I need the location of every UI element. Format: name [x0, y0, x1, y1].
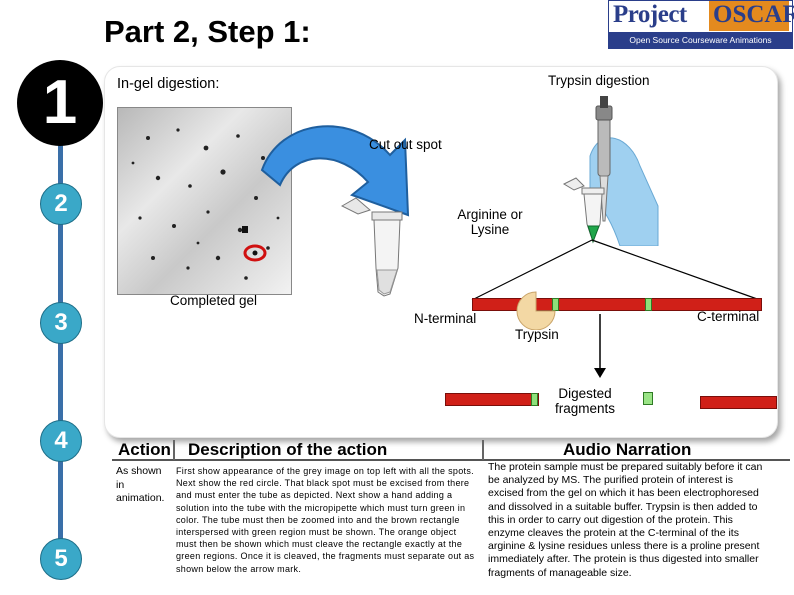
action-cell: As shown in animation. [116, 465, 165, 504]
completed-gel-label: Completed gel [170, 293, 258, 308]
step-5-marker[interactable]: 5 [40, 538, 82, 580]
trypsin-digestion-label: Trypsin digestion [548, 73, 650, 88]
audio-narration-header: Audio Narration [563, 440, 692, 459]
description-header: Description of the action [188, 440, 388, 459]
protein-bar [472, 298, 762, 311]
logo-word-oscar: OSCAR [709, 1, 794, 31]
step-1-marker[interactable]: 1 [17, 60, 103, 146]
column-divider [173, 440, 175, 460]
column-divider [482, 440, 484, 460]
in-gel-digestion-label: In-gel digestion: [117, 76, 220, 92]
step-3-marker[interactable]: 3 [40, 302, 82, 344]
hand-pipette-icon [589, 96, 659, 246]
cut-out-spot-label: Cut out spot [369, 137, 442, 152]
table-divider [112, 459, 790, 461]
gel-image [117, 107, 292, 295]
cleavage-site-marker [531, 393, 538, 406]
down-arrow-icon [594, 314, 606, 378]
fragment-bar [643, 392, 653, 405]
fragment-bar [700, 396, 777, 409]
project-oscar-logo: Project OSCAR Open Source Courseware Ani… [608, 0, 794, 61]
logo-word-project: Project [613, 1, 687, 28]
cleavage-site-marker [645, 298, 652, 311]
logo-tagline: Open Source Courseware Animations Reposi… [609, 32, 792, 61]
trypsin-label: Trypsin [515, 327, 559, 342]
microcentrifuge-tube-icon [340, 197, 403, 297]
page-title: Part 2, Step 1: [104, 14, 311, 49]
step-4-marker[interactable]: 4 [40, 420, 82, 462]
c-terminal-label: C-terminal [697, 309, 760, 324]
step-2-marker[interactable]: 2 [40, 183, 82, 225]
fragment-bar [445, 393, 539, 406]
n-terminal-label: N-terminal [414, 311, 477, 326]
cut-spot-arrow [260, 125, 410, 217]
green-tube-icon [562, 177, 605, 244]
audio-narration-cell: The protein sample must be prepared suit… [488, 461, 763, 579]
action-header: Action [118, 440, 171, 459]
description-cell: First show appearance of the grey image … [176, 466, 475, 574]
trypsin-enzyme-icon [516, 291, 556, 330]
zoom-lines [471, 239, 761, 301]
gel-spots [131, 128, 280, 280]
